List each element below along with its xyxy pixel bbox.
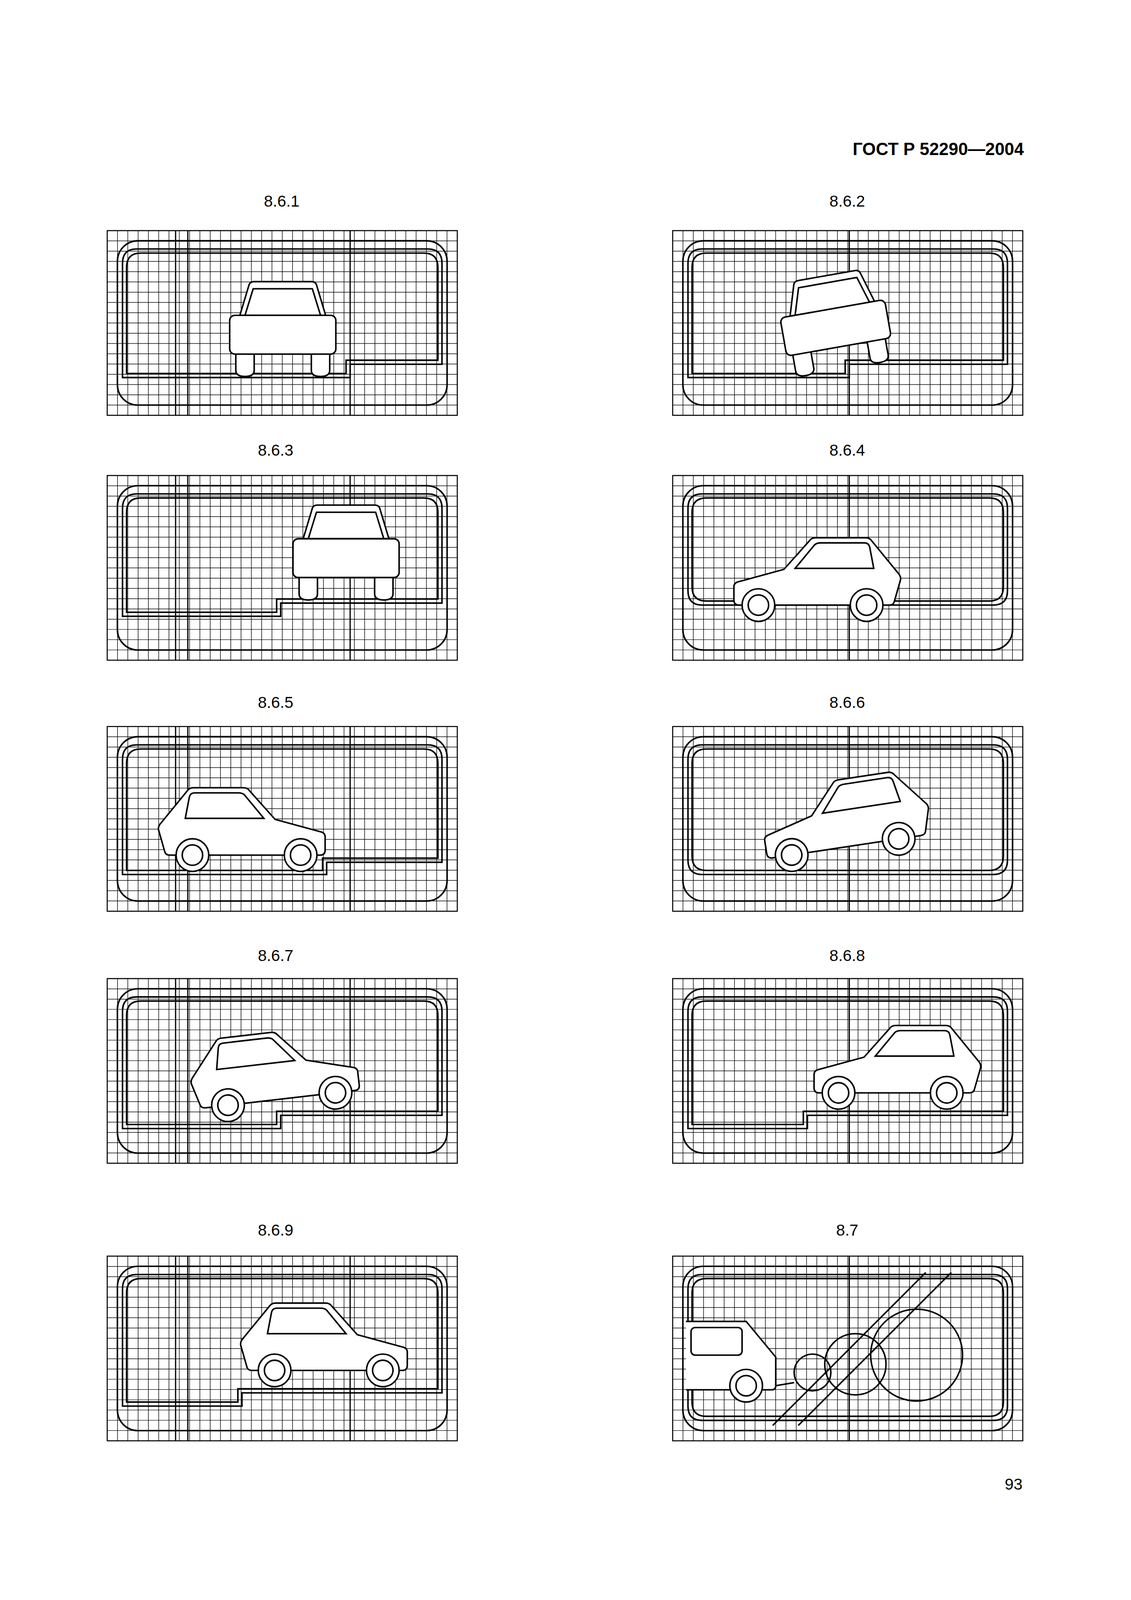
sign-number: 8.6.7 [257,947,294,964]
grid [672,1256,1023,1442]
sign-panel [672,726,1023,912]
grid [107,1256,458,1442]
car-side-view [734,537,901,622]
sign-panel [107,979,458,1164]
grid [672,979,1023,1164]
grid [672,726,1023,912]
grid [107,979,458,1164]
car-side-view [757,767,935,876]
sign-number: 8.6.3 [257,442,294,459]
car-side-view [158,787,325,872]
grid [672,230,1023,416]
standard-header: ГОСТ Р 52290—2004 [852,140,1024,158]
sign-outline [117,736,448,902]
sign-outline [117,485,448,651]
sign-outline [117,989,448,1154]
car-front-view [229,281,336,377]
sign-number: 8.6.9 [257,1222,294,1239]
sign-number: 8.6.2 [829,192,866,209]
car-side-view [240,1303,407,1387]
car-front-view [292,505,400,600]
sign-panel [672,1256,1023,1442]
sign-outline [682,736,1013,902]
grid [107,726,458,912]
sign-outline [682,989,1013,1154]
sign-panel [672,230,1023,416]
sign-number: 8.6.8 [829,947,866,964]
car-side-view [813,1025,981,1110]
sign-outline [682,485,1013,651]
grid [672,475,1023,661]
sign-outline [682,1266,1013,1431]
car-exhaust-smoke [685,1272,963,1427]
sign-number: 8.6.5 [257,694,294,711]
sign-outline [117,240,448,406]
car-front-view [774,266,896,379]
grid [107,230,458,416]
car-side-view [186,1023,362,1126]
sign-number: 8.6.6 [829,694,866,711]
sign-panel [107,726,458,912]
sign-outline [117,1266,448,1431]
sign-panel [107,475,458,661]
sign-panel [672,979,1023,1164]
sign-outline [682,240,1013,406]
sign-number: 8.6.4 [829,442,866,459]
sign-number: 8.7 [836,1222,859,1239]
sign-panel [107,1256,458,1442]
sign-panel [672,475,1023,661]
page-number: 93 [1004,1476,1023,1493]
grid [107,475,458,661]
sign-panel [107,230,458,416]
sign-number: 8.6.1 [264,192,300,209]
